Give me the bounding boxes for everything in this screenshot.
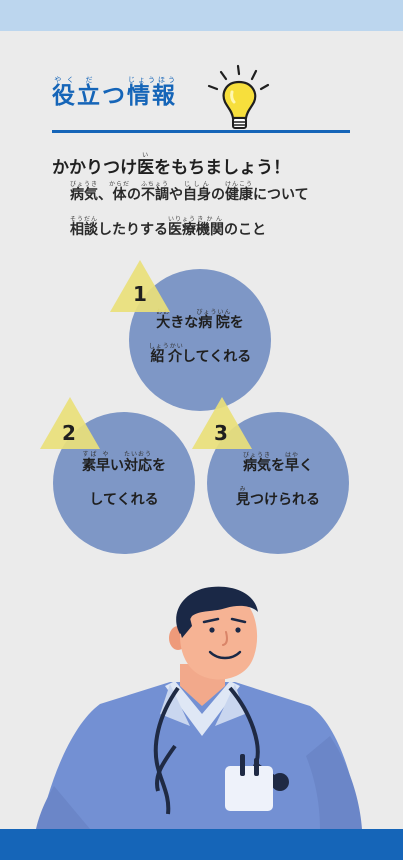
ruby-base: 健康 <box>225 187 254 203</box>
bottom-bar <box>0 829 403 860</box>
text-segment: したりする <box>98 222 169 238</box>
point-1-line1: 大おおきな病院びょういんを <box>156 306 244 340</box>
text-segment: を <box>229 315 244 331</box>
ruby-base: 体 <box>109 187 131 203</box>
text-segment: してくれる <box>89 492 159 508</box>
top-bar <box>0 0 403 31</box>
ruby-reading: ふちょう <box>141 181 170 188</box>
text-segment: のこと <box>224 222 267 238</box>
title-underline <box>52 130 350 133</box>
point-2-line2: してくれる <box>89 483 158 517</box>
point-number-2: 2 <box>62 421 76 445</box>
ruby-base: 機関 <box>196 222 225 238</box>
ruby-base: 立 <box>77 83 102 109</box>
text-segment: を <box>152 458 166 474</box>
ruby-reading: けんこう <box>225 181 254 188</box>
ruby-base: 役 <box>52 83 77 109</box>
text-segment: について <box>253 187 309 203</box>
text-segment: きな <box>170 315 199 331</box>
ruby-base: 紹介 <box>148 349 184 365</box>
ruby-reading: み <box>236 486 250 493</box>
ruby-reading: きかん <box>196 216 225 223</box>
ruby-reading: おお <box>156 309 171 316</box>
ruby-reading: じょうほう <box>127 76 177 84</box>
point-number-3: 3 <box>214 421 228 445</box>
ruby-base: 見 <box>236 492 250 508</box>
triangle-3-icon <box>192 397 252 449</box>
text-segment: してくれる <box>182 349 252 365</box>
text-segment: を <box>271 458 285 474</box>
ruby-reading: しょうかい <box>148 343 184 350</box>
point-number-1: 1 <box>133 282 147 306</box>
ruby-reading: そうだん <box>70 216 99 223</box>
ruby-base: 病院 <box>196 315 232 331</box>
sub-text-2: 相談そうだんしたりする医療いりょう機関きかんのこと <box>70 216 266 239</box>
triangle-1-icon <box>110 260 170 312</box>
ruby-base: 自身 <box>183 187 212 203</box>
point-3-line2: 見みつけられる <box>236 483 320 517</box>
sub-text-1: 病気びょうき、体からだの不調ふちょうや自身じしんの健康けんこうについて <box>70 181 309 204</box>
ruby-base: 不調 <box>141 187 170 203</box>
ruby-reading: はや <box>285 452 300 459</box>
text-segment: つけられる <box>250 492 320 508</box>
text-segment: や <box>169 187 184 203</box>
ruby-base: 病気 <box>242 458 271 474</box>
doctor-illustration <box>36 586 362 829</box>
text-segment: の <box>127 187 142 203</box>
ruby-reading: いりょう <box>168 216 197 223</box>
ruby-base: 情報 <box>127 83 177 109</box>
ruby-base: 早 <box>285 458 299 474</box>
ruby-reading: びょうき <box>242 452 271 459</box>
text-segment: つ <box>102 83 127 109</box>
ruby-reading: やく <box>52 76 77 84</box>
ruby-reading: すば や <box>81 451 110 458</box>
ruby-base: 医療 <box>168 222 197 238</box>
ruby-reading: びょういん <box>196 309 232 316</box>
text-segment: く <box>299 458 313 474</box>
ruby-reading: からだ <box>109 181 131 188</box>
lead-text: かかりつけ医いをもちましょう！ <box>52 152 291 178</box>
point-3-line1: 病気びょうきを早はやく <box>243 449 313 483</box>
ruby-base: 対応 <box>123 458 152 474</box>
point-2-line1: 素早すば やい対応たいおうを <box>82 449 166 483</box>
header: 役やく立だつ情報じょうほう <box>52 62 350 136</box>
ruby-base: 相談 <box>70 222 99 238</box>
light-bulb-icon <box>207 64 270 129</box>
text-segment: の <box>211 187 226 203</box>
ruby-base: 病気 <box>70 187 99 203</box>
ruby-reading: じしん <box>183 181 211 188</box>
ruby-base: 大 <box>156 315 171 331</box>
ruby-reading: たいおう <box>123 451 152 458</box>
ruby-reading: だ <box>77 76 102 84</box>
triangle-2-icon <box>40 397 100 449</box>
ruby-reading: びょうき <box>70 181 99 188</box>
point-1-line2: 紹介しょうかいしてくれる <box>149 340 251 374</box>
page-title: 役やく立だつ情報じょうほう <box>52 76 177 110</box>
ruby-base: 素早 <box>81 458 110 474</box>
text-segment: い <box>109 458 124 474</box>
text-segment: 、 <box>98 187 113 203</box>
